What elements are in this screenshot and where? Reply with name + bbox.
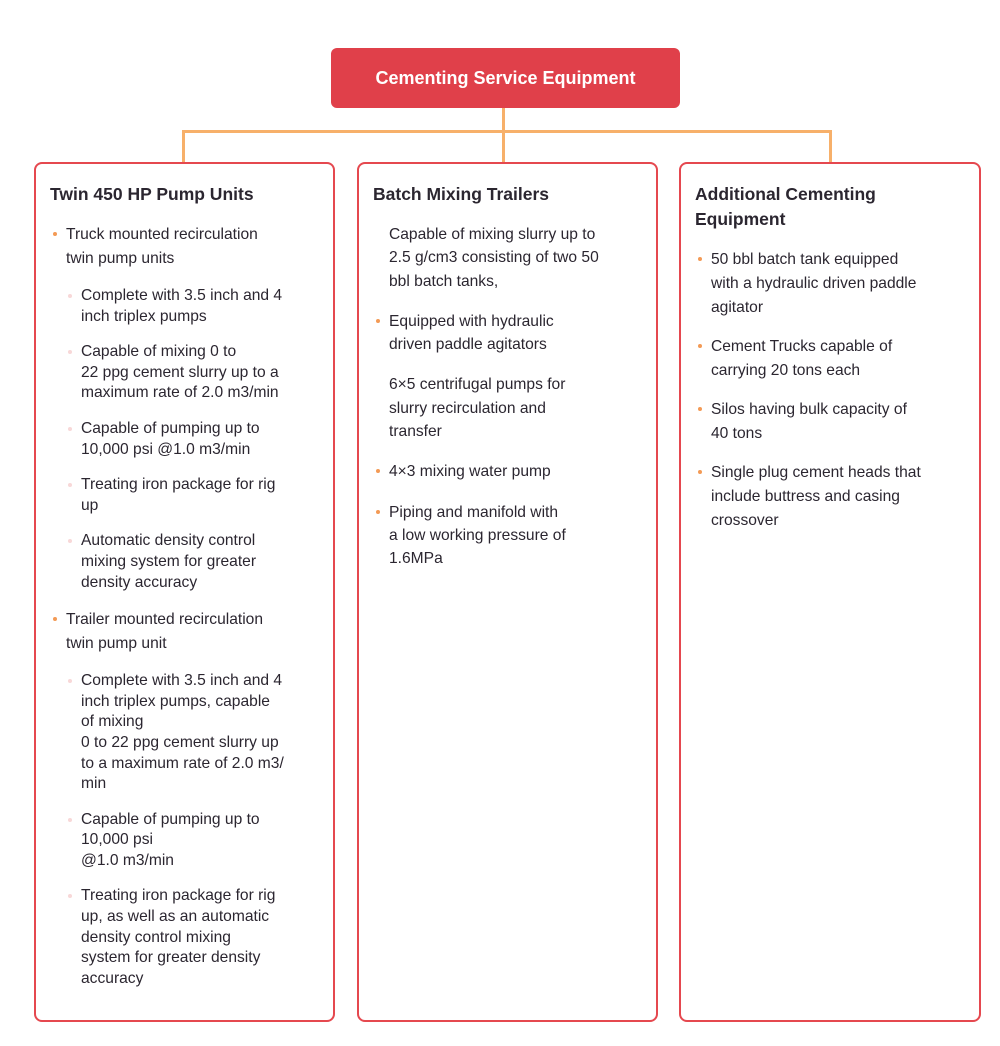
list-item-text: Equipped with hydraulic driven paddle ag… — [389, 312, 554, 354]
item-list: Truck mounted recirculation twin pump un… — [36, 223, 333, 989]
list-item: Capable of mixing 0 to 22 ppg cement slu… — [36, 342, 333, 404]
list-item: Equipped with hydraulic driven paddle ag… — [359, 310, 656, 357]
list-item-text: Truck mounted recirculation twin pump un… — [66, 226, 258, 267]
bullet-icon — [68, 817, 72, 822]
bullet-icon — [698, 470, 702, 474]
list-item: Single plug cement heads that include bu… — [681, 461, 979, 533]
list-item-text: Trailer mounted recirculation twin pump … — [66, 611, 264, 653]
connector-trunk — [502, 108, 505, 132]
column-title: Twin 450 HP Pump Units — [50, 184, 254, 204]
list-item-text: Single plug cement heads that include bu… — [711, 464, 921, 529]
list-item: Treating iron package for rig up, as wel… — [36, 886, 333, 989]
bullet-icon — [68, 350, 72, 355]
list-item-text: Cement Trucks capable of carrying 20 ton… — [711, 338, 893, 379]
list-item: Complete with 3.5 inch and 4 inch triple… — [36, 286, 333, 327]
bullet-icon — [698, 257, 702, 261]
list-item: Silos having bulk capacity of 40 tons — [681, 398, 979, 446]
connector-middle — [502, 130, 505, 163]
column-additional-equipment: Additional Cementing Equipment 50 bbl ba… — [679, 162, 981, 1022]
list-item-text: Capable of mixing slurry up to 2.5 g/cm3… — [389, 226, 599, 290]
bullet-icon — [376, 509, 380, 514]
list-item-text: Capable of pumping up to 10,000 psi @1.0… — [81, 419, 260, 458]
column-title: Additional Cementing Equipment — [695, 184, 876, 229]
list-item-text: 50 bbl batch tank equipped with a hydrau… — [711, 251, 917, 316]
list-item: Trailer mounted recirculation twin pump … — [36, 608, 333, 656]
list-item: Capable of pumping up to 10,000 psi @1.0… — [36, 810, 333, 872]
connector-horizontal — [182, 130, 832, 133]
bullet-icon — [376, 469, 380, 474]
connector-left — [182, 130, 185, 163]
connector-right — [829, 130, 832, 163]
bullet-icon — [68, 426, 72, 431]
bullet-icon — [698, 407, 702, 411]
column-title: Batch Mixing Trailers — [373, 184, 550, 204]
list-item-text: 6×5 centrifugal pumps for slurry recircu… — [389, 376, 566, 441]
list-item: Truck mounted recirculation twin pump un… — [36, 223, 333, 271]
list-item: Capable of pumping up to 10,000 psi @1.0… — [36, 419, 333, 460]
list-item-text: Treating iron package for rig up, as wel… — [81, 887, 276, 987]
list-item-text: Capable of mixing 0 to 22 ppg cement slu… — [81, 343, 279, 402]
bullet-icon — [68, 294, 72, 298]
bullet-icon — [68, 539, 72, 544]
bullet-icon — [68, 894, 72, 899]
list-item-text: Treating iron package for rig up — [81, 476, 276, 514]
list-item: 50 bbl batch tank equipped with a hydrau… — [681, 248, 979, 320]
bullet-icon — [68, 679, 72, 684]
list-item-text: Capable of pumping up to 10,000 psi @1.0… — [81, 810, 260, 869]
root-node-label: Cementing Service Equipment — [375, 67, 636, 88]
list-item-text: Silos having bulk capacity of 40 tons — [711, 401, 907, 442]
list-item: Automatic density control mixing system … — [36, 531, 333, 593]
list-item: Cement Trucks capable of carrying 20 ton… — [681, 335, 979, 383]
bullet-icon — [376, 318, 380, 323]
list-item-text: Automatic density control mixing system … — [81, 532, 257, 591]
column-batch-mixing: Batch Mixing Trailers Capable of mixing … — [357, 162, 658, 1022]
list-item-text: 4×3 mixing water pump — [389, 463, 551, 481]
list-item-text: Complete with 3.5 inch and 4 inch triple… — [81, 672, 284, 793]
item-list: Capable of mixing slurry up to 2.5 g/cm3… — [359, 223, 656, 571]
item-list: 50 bbl batch tank equipped with a hydrau… — [681, 248, 979, 533]
list-item-text: Piping and manifold with a low working p… — [389, 503, 566, 568]
list-item: Complete with 3.5 inch and 4 inch triple… — [36, 671, 333, 795]
column-pump-units: Twin 450 HP Pump Units Truck mounted rec… — [34, 162, 335, 1022]
list-item: Piping and manifold with a low working p… — [359, 501, 656, 571]
list-item-text: Complete with 3.5 inch and 4 inch triple… — [81, 287, 283, 325]
list-item: Treating iron package for rig up — [36, 475, 333, 516]
bullet-icon — [53, 232, 57, 236]
bullet-icon — [53, 617, 57, 622]
list-item: 6×5 centrifugal pumps for slurry recircu… — [359, 373, 656, 443]
list-item: 4×3 mixing water pump — [359, 460, 656, 483]
bullet-icon — [698, 344, 702, 348]
root-node: Cementing Service Equipment — [331, 48, 680, 108]
list-item: Capable of mixing slurry up to 2.5 g/cm3… — [359, 223, 656, 293]
bullet-icon — [68, 483, 72, 488]
